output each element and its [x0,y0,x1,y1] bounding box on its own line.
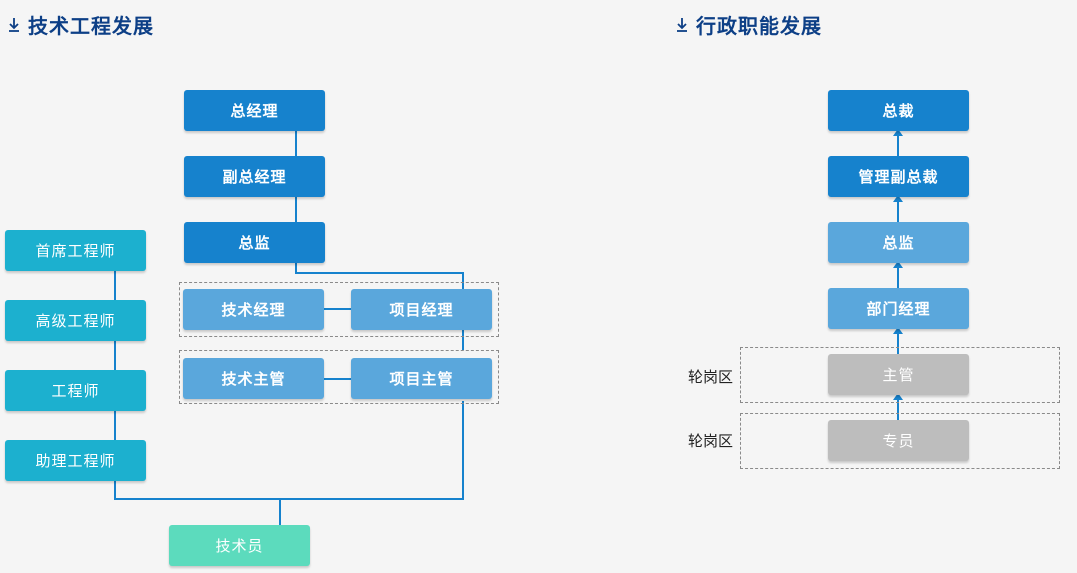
node-director: 总监 [828,222,969,263]
node-project-manager: 项目经理 [351,289,492,330]
section-title-text: 技术工程发展 [28,14,154,38]
section-title-administrative: 行政职能发展 [676,10,822,39]
rotation-zone-frame [740,413,1060,469]
arrow-up-icon [893,261,903,268]
rotation-zone-label: 轮岗区 [688,368,734,386]
rotation-zone-frame [740,347,1060,403]
node-department-manager: 部门经理 [828,288,969,329]
download-arrow-icon [9,17,19,32]
arrow-up-icon [893,393,903,400]
arrow-up-icon [893,129,903,136]
arrow-up-icon [893,327,903,334]
rotation-zone-label: 轮岗区 [688,432,734,450]
node-technical-manager: 技术经理 [183,289,324,330]
supervisor-group-frame [179,350,499,404]
arrow-up-icon [893,195,903,202]
node-director: 总监 [184,222,325,263]
node-specialist: 专员 [828,420,969,461]
node-chief-engineer: 首席工程师 [5,230,146,271]
section-title-technical: 技术工程发展 [8,10,154,39]
node-general-manager: 总经理 [184,90,325,131]
node-engineer: 工程师 [5,370,146,411]
manager-group-frame [179,282,499,337]
node-vice-president: 管理副总裁 [828,156,969,197]
node-project-supervisor: 项目主管 [351,358,492,399]
node-deputy-general-manager: 副总经理 [184,156,325,197]
node-technical-supervisor: 技术主管 [183,358,324,399]
node-senior-engineer: 高级工程师 [5,300,146,341]
connector-line [114,401,464,500]
node-president: 总裁 [828,90,969,131]
node-technician: 技术员 [169,525,310,566]
connector-line [295,263,464,289]
section-title-text: 行政职能发展 [696,14,822,38]
node-assistant-engineer: 助理工程师 [5,440,146,481]
node-supervisor: 主管 [828,354,969,395]
download-arrow-icon [677,17,687,32]
